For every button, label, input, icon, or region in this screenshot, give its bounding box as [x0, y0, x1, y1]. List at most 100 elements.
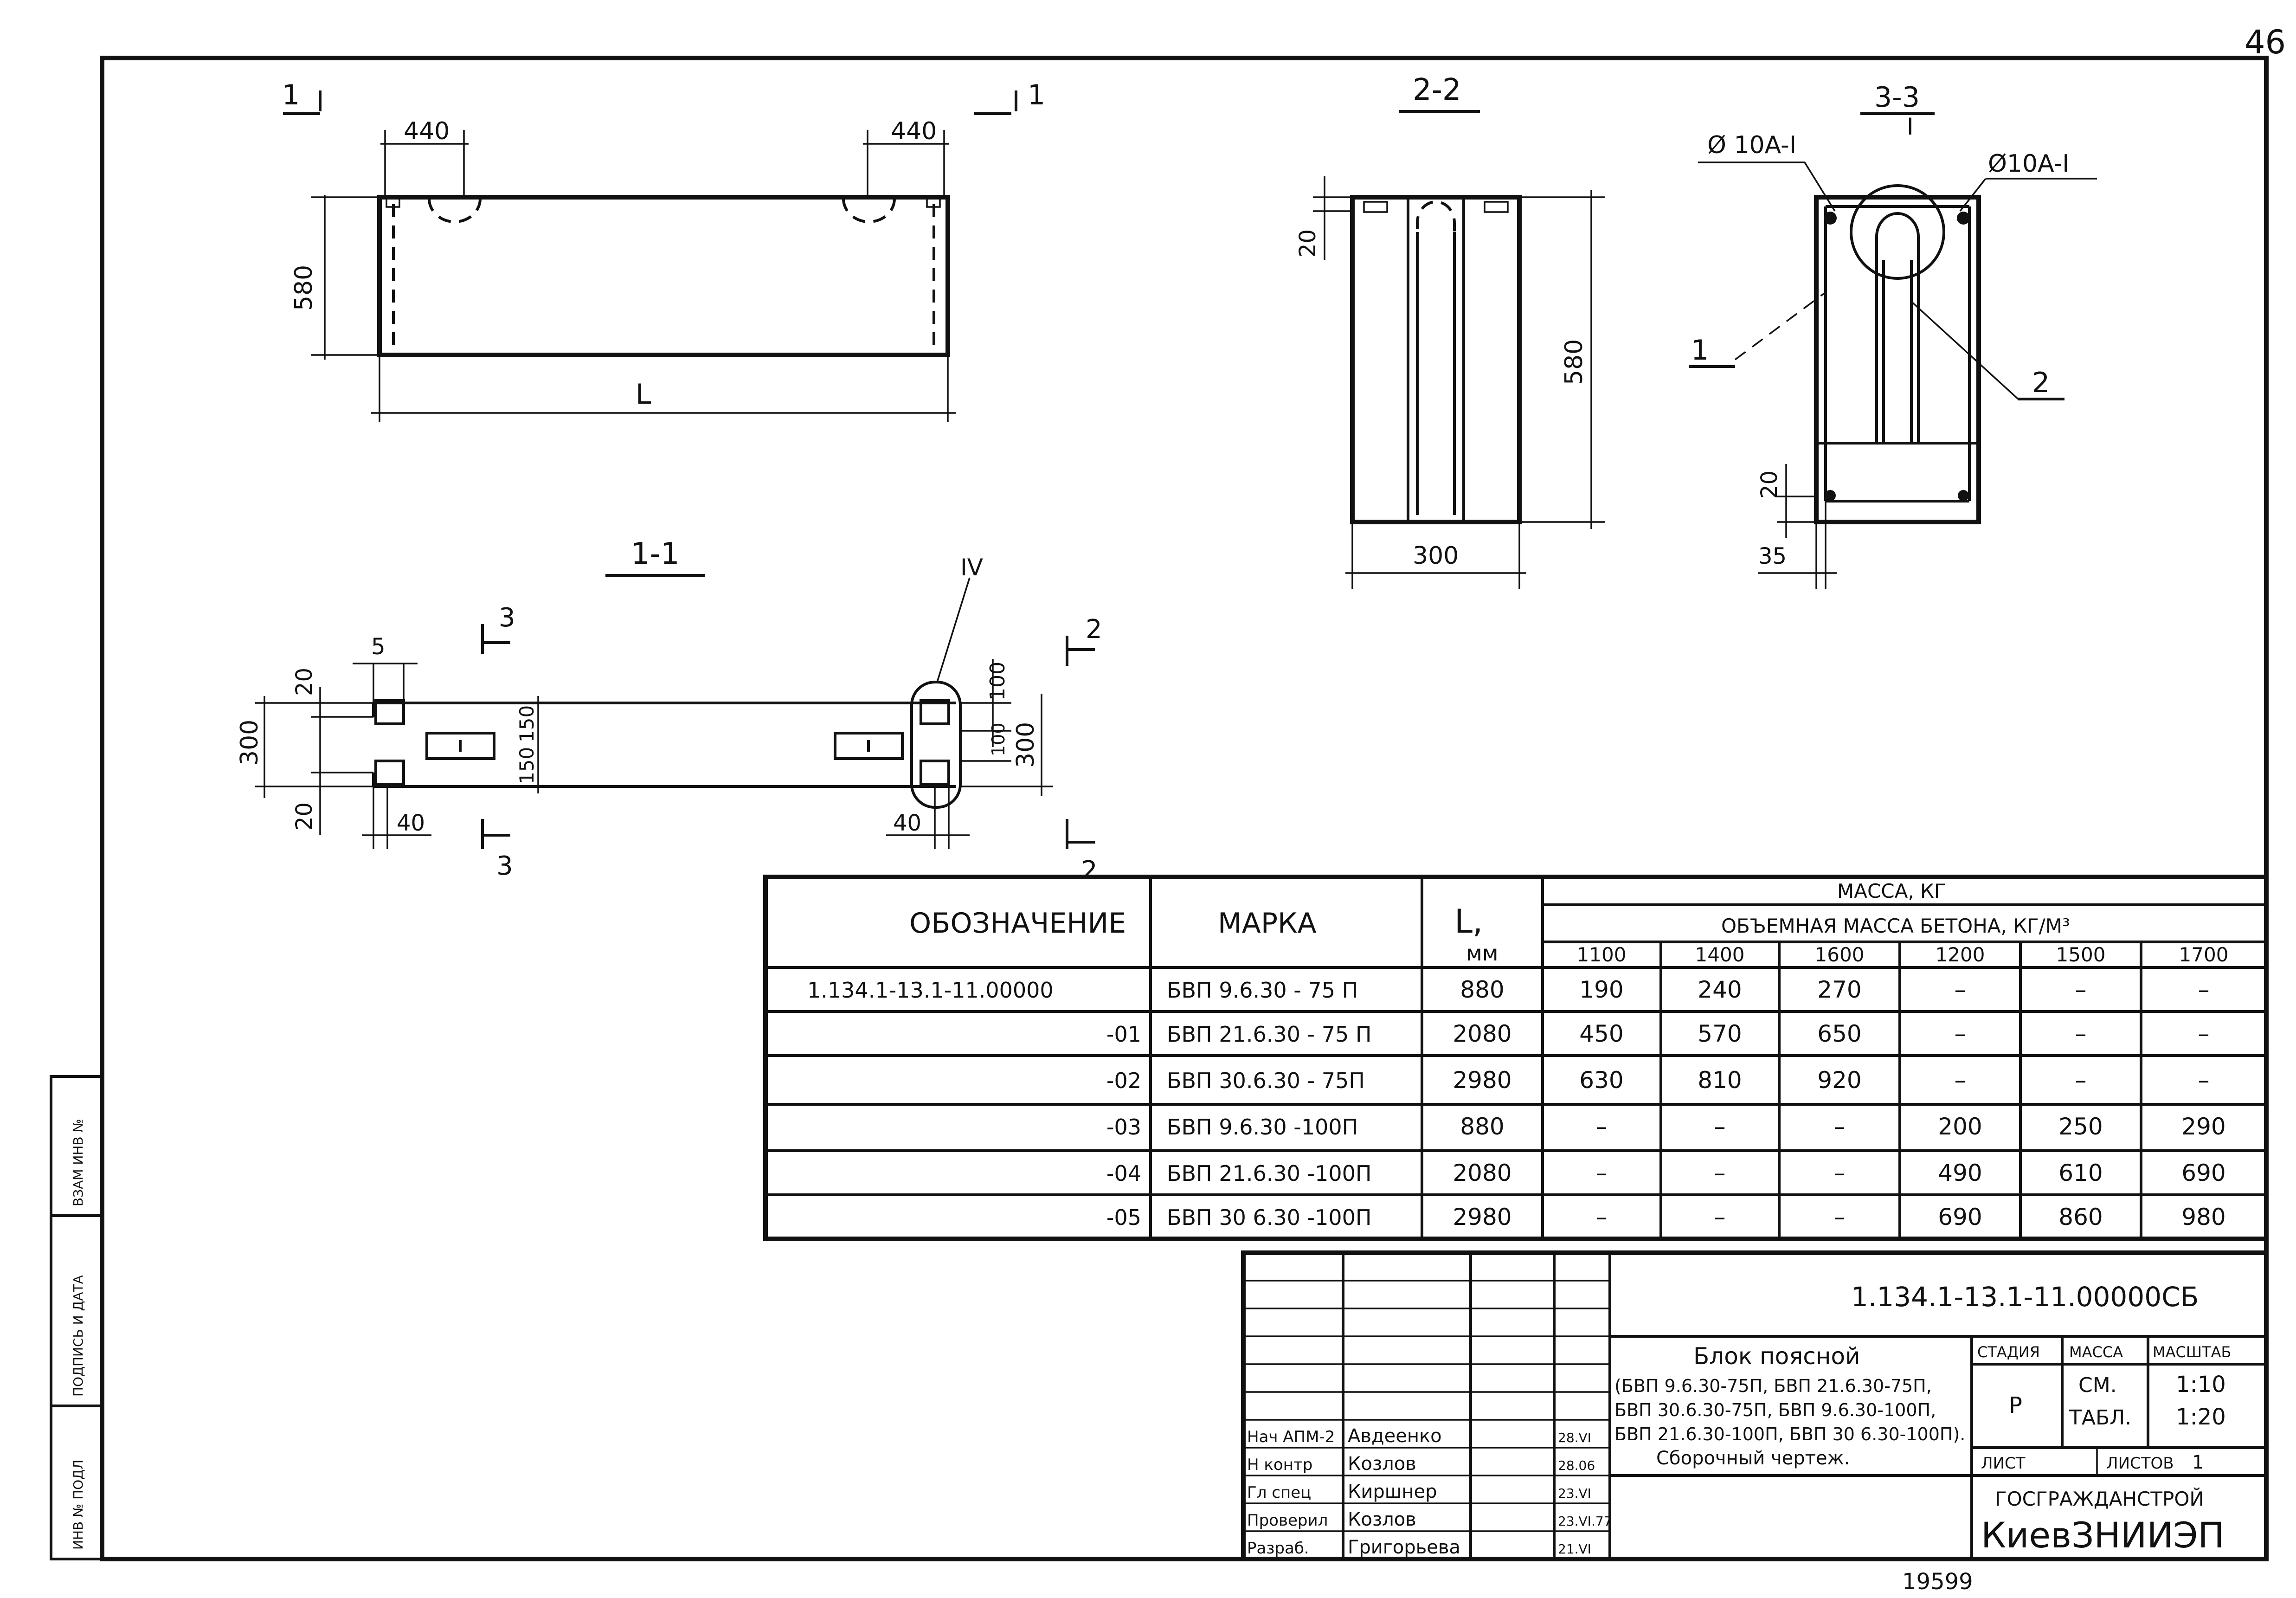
scale-value-2: 1:20	[2176, 1404, 2226, 1430]
section-3-3-dim-bottom: 20	[1756, 470, 1782, 499]
spec-row-mass: 290	[2181, 1113, 2225, 1140]
spec-row-mass: –	[1714, 1204, 1726, 1231]
sheet-label: ЛИСТ	[1981, 1454, 2026, 1473]
section-1-1-cut-3-top: 3	[499, 603, 515, 633]
signature-date: 23.VI	[1558, 1486, 1591, 1501]
section-3-3-dim-side: 35	[1758, 543, 1787, 569]
spec-row-mass: –	[1834, 1113, 1846, 1140]
spec-row-mass: 630	[1579, 1067, 1623, 1094]
spec-row-mass: –	[2075, 1067, 2087, 1094]
signature-role: Разраб.	[1247, 1539, 1309, 1558]
section-2-2-dim-height: 580	[1560, 339, 1588, 385]
org-line-1: ГОСГРАЖДАНСТРОЙ	[1995, 1487, 2204, 1510]
spec-row-mass: 200	[1938, 1113, 1982, 1140]
section-1-1-dim-100-top: 100	[986, 662, 1010, 701]
section-3-3: 3-3 I Ø 10A-I Ø10A-I 1 2 20	[1689, 81, 2097, 589]
top-dim-right-hole: 440	[891, 117, 937, 145]
top-cut-right-label: 1	[1028, 79, 1045, 111]
scale-value-1: 1:10	[2176, 1372, 2226, 1398]
spec-row-mass: 650	[1817, 1020, 1861, 1047]
spec-row-mass: 690	[1938, 1204, 1982, 1231]
sheets-value: 1	[2192, 1452, 2204, 1473]
doc-name-3: БВП 30.6.30-75П, БВП 9.6.30-100П,	[1614, 1400, 1936, 1420]
signature-role: Гл спец	[1247, 1483, 1311, 1502]
doc-name-5: Сборочный чертеж.	[1656, 1448, 1850, 1469]
spec-row-mass: 250	[2058, 1113, 2103, 1140]
spec-row-mass: –	[1596, 1160, 1608, 1186]
spec-col-designation: ОБОЗНАЧЕНИЕ	[909, 907, 1126, 940]
section-1-1-dim-100-mid: 100	[988, 722, 1009, 756]
section-1-1: 1-1 IV 3 3 2 2 5	[236, 537, 1102, 886]
section-1-1-cut-2-bottom: 2	[1081, 856, 1098, 886]
spec-row-mark: БВП 21.6.30 -100П	[1167, 1161, 1372, 1186]
section-1-1-cut-2-top: 2	[1086, 614, 1102, 644]
section-1-1-dim-20-bottom: 20	[291, 802, 317, 831]
section-3-3-pos-1: 1	[1691, 334, 1709, 367]
side-stamp-orig-inv: ИНВ № ПОДЛ	[71, 1460, 86, 1550]
section-2-2: 2-2 20 580 300	[1295, 73, 1605, 589]
spec-row-designation: -02	[1106, 1068, 1141, 1093]
spec-table: ОБОЗНАЧЕНИЕ МАРКА L, мм МАССА, КГ ОБЪЕМН…	[763, 875, 2269, 1241]
spec-row-designation: -04	[1106, 1161, 1141, 1186]
spec-row-mass: 980	[2181, 1204, 2225, 1231]
title-block: 1.134.1-13.1-11.00000СБ Блок поясной (БВ…	[1241, 1250, 2269, 1561]
section-1-1-cut-3-bottom: 3	[496, 851, 513, 881]
density-header: 1500	[2056, 943, 2106, 966]
section-3-3-bar-left: Ø 10A-I	[1707, 131, 1796, 159]
top-view: 1 1 440 440 580 L	[282, 79, 1045, 422]
spec-row-mass: 860	[2058, 1204, 2103, 1231]
spec-row-mass: 690	[2181, 1160, 2225, 1186]
top-dim-left-hole: 440	[404, 117, 450, 145]
spec-col-length: L,	[1454, 902, 1483, 941]
spec-row-length: 2080	[1453, 1020, 1511, 1047]
signature-name: Григорьева	[1348, 1537, 1460, 1558]
section-1-1-dim-300-right: 300	[1012, 722, 1040, 768]
stage-label: СТАДИЯ	[1977, 1343, 2040, 1361]
section-1-1-dim-20-top: 20	[291, 668, 317, 696]
section-3-3-title: 3-3	[1874, 81, 1920, 114]
spec-rows: 1.134.1-13.1-11.00000 БВП 9.6.30 - 75 П 88…	[807, 976, 2226, 1231]
mass-value-2: ТАБЛ.	[2069, 1406, 2131, 1430]
density-header: 1600	[1815, 943, 1865, 966]
top-dim-length: L	[636, 378, 651, 411]
section-1-1-title: 1-1	[631, 537, 680, 571]
spec-row-mark: БВП 21.6.30 - 75 П	[1167, 1022, 1372, 1047]
spec-row-mass: 570	[1698, 1020, 1742, 1047]
side-stamp-sign-date: ПОДПИСЬ И ДАТА	[71, 1275, 86, 1397]
spec-row-mass: –	[1955, 1067, 1966, 1094]
spec-row-mass: –	[1714, 1160, 1726, 1186]
spec-row-mass: –	[2075, 976, 2087, 1003]
bottom-number: 19599	[1902, 1569, 1973, 1595]
spec-row-designation: 1.134.1-13.1-11.00000	[807, 978, 1054, 1003]
org-line-2: КиевЗНИИЭП	[1981, 1514, 2225, 1556]
spec-row-mass: –	[1596, 1204, 1608, 1231]
signature-role: Н контр	[1247, 1456, 1312, 1474]
sheet-frame	[100, 56, 2269, 1561]
section-1-1-dim-300-left: 300	[236, 720, 264, 766]
doc-name-4: БВП 21.6.30-100П, БВП 30 6.30-100П).	[1614, 1424, 1965, 1444]
mass-label: МАССА	[2069, 1343, 2123, 1361]
section-1-1-node-mark: IV	[960, 554, 983, 581]
document-code: 1.134.1-13.1-11.00000СБ	[1851, 1281, 2199, 1313]
section-2-2-dim-width: 300	[1413, 542, 1459, 570]
spec-row-mass: –	[2198, 1067, 2210, 1094]
scale-label: МАСШТАБ	[2153, 1343, 2231, 1361]
density-header: 1100	[1577, 943, 1627, 966]
spec-row-designation: -01	[1106, 1022, 1141, 1047]
section-1-1-dim-40-left: 40	[397, 810, 425, 836]
spec-row-mark: БВП 30.6.30 - 75П	[1167, 1068, 1365, 1093]
spec-row-mass: –	[1834, 1204, 1846, 1231]
signature-name: Авдеенко	[1348, 1425, 1442, 1447]
spec-row-mass: –	[1596, 1113, 1608, 1140]
density-header: 1700	[2179, 943, 2229, 966]
spec-row-mark: БВП 9.6.30 - 75 П	[1167, 978, 1358, 1003]
spec-row-length: 2980	[1453, 1204, 1511, 1231]
signature-role: Проверил	[1247, 1511, 1328, 1530]
top-dim-height: 580	[290, 265, 318, 311]
spec-row-length: 880	[1460, 1113, 1504, 1140]
spec-row-mass: 610	[2058, 1160, 2103, 1186]
spec-row-length: 2080	[1453, 1160, 1511, 1186]
doc-name-1: Блок поясной	[1693, 1343, 1860, 1370]
spec-row-designation: -05	[1106, 1205, 1141, 1230]
